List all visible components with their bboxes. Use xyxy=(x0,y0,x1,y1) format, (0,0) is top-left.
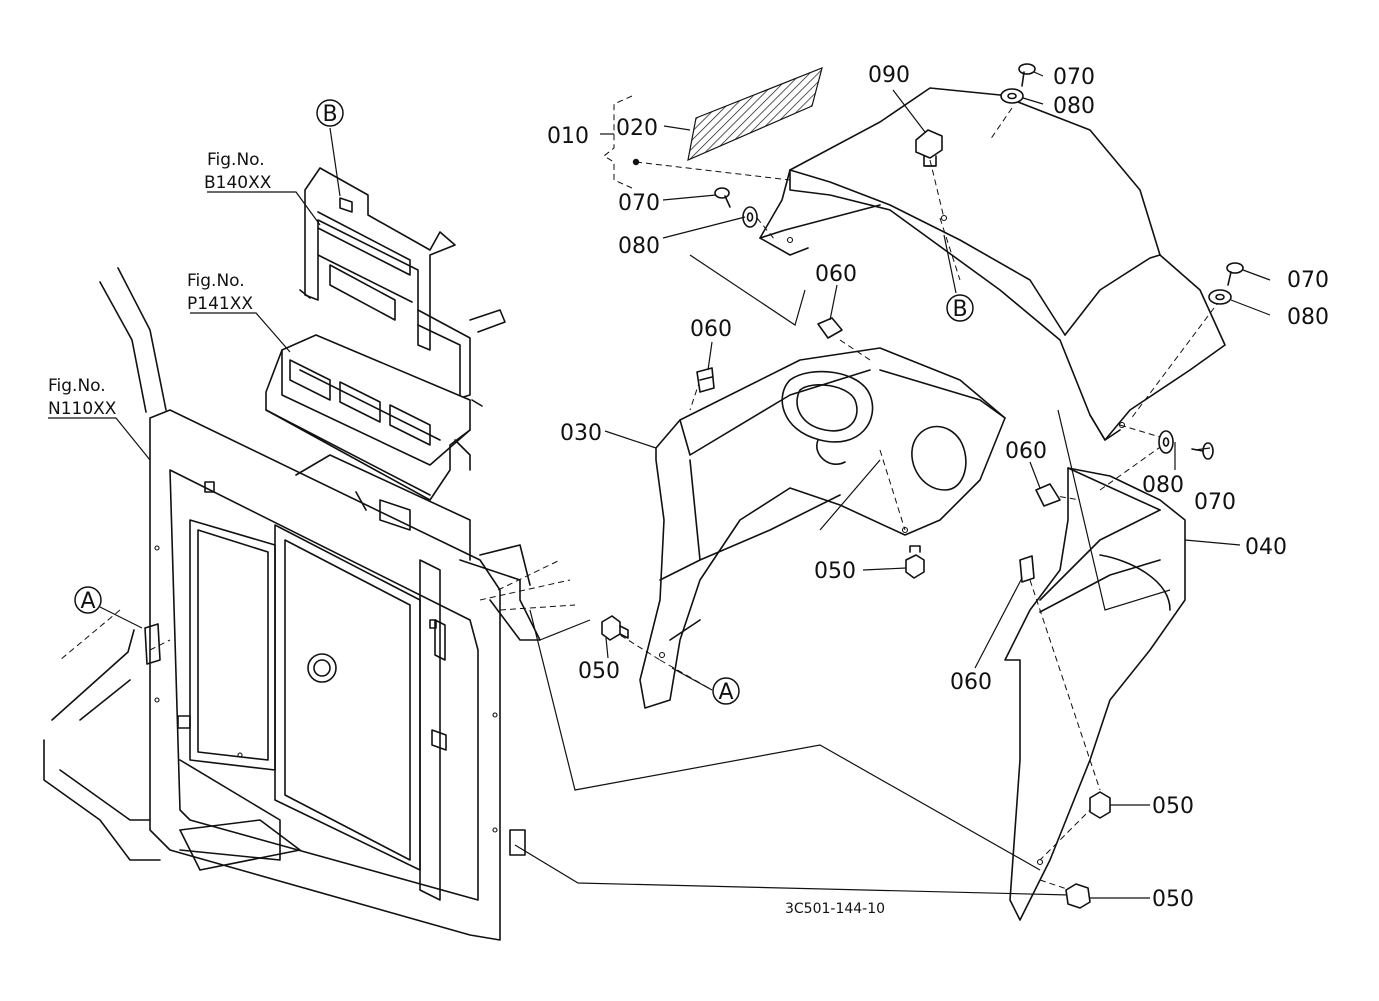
cab-frame-drawing xyxy=(43,267,541,941)
fig-ref-n110-label: Fig.No. xyxy=(48,376,106,396)
screw-070-left xyxy=(714,187,731,208)
bolt-050-mid xyxy=(905,545,925,579)
part-label-040: 040 xyxy=(1245,535,1287,560)
part-label-070-top: 070 xyxy=(1053,65,1095,90)
b140xx-bracket-drawing xyxy=(299,167,506,407)
part-label-080-right: 080 xyxy=(1287,305,1329,330)
drawing-number: 3C501-144-10 xyxy=(785,901,885,917)
part-label-090: 090 xyxy=(868,63,910,88)
washer-080-right xyxy=(1208,289,1232,305)
svg-text:A: A xyxy=(718,680,733,705)
svg-text:B: B xyxy=(952,297,967,322)
panel-040-drawing xyxy=(1004,467,1186,921)
part-label-080-left: 080 xyxy=(618,234,660,259)
clip-060-b xyxy=(817,317,843,339)
callout-b-mid: B xyxy=(946,294,974,322)
assembly-lines xyxy=(59,107,1221,896)
callout-a-mid: A xyxy=(712,677,740,705)
bolt-050-bottom xyxy=(1065,883,1091,909)
panel-030-drawing xyxy=(639,347,1006,709)
washer-080-left xyxy=(742,206,758,228)
part-label-060-left: 060 xyxy=(690,317,732,342)
svg-text:B: B xyxy=(322,102,337,127)
part-label-050-left: 050 xyxy=(578,659,620,684)
callout-a-left: A xyxy=(74,586,102,614)
part-label-050-mid: 050 xyxy=(814,559,856,584)
part-label-020: 020 xyxy=(616,116,658,141)
decal-020-hatched xyxy=(687,67,823,162)
group-bracket xyxy=(603,95,633,189)
p141xx-duct-drawing xyxy=(265,334,471,501)
part-label-030: 030 xyxy=(560,421,602,446)
clip-060-c xyxy=(1035,483,1061,507)
fig-ref-b140-code: B140XX xyxy=(204,173,272,193)
washer-080-top xyxy=(1000,88,1024,104)
part-label-080-top: 080 xyxy=(1053,94,1095,119)
callout-b-top: B xyxy=(316,99,344,127)
part-label-070-right: 070 xyxy=(1287,268,1329,293)
part-label-060-top: 060 xyxy=(815,262,857,287)
svg-text:A: A xyxy=(80,589,95,614)
clip-060-d xyxy=(1019,555,1035,583)
fig-ref-b140-label: Fig.No. xyxy=(207,150,265,170)
hardware xyxy=(601,63,1244,909)
fig-ref-p141-label: Fig.No. xyxy=(187,271,245,291)
clip-060-a xyxy=(696,367,715,393)
screw-070-top xyxy=(1018,63,1036,87)
part-label-050-right: 050 xyxy=(1152,794,1194,819)
screw-070-lower xyxy=(1191,442,1214,460)
part-label-070-left: 070 xyxy=(618,191,660,216)
screw-070-right xyxy=(1226,262,1244,286)
part-label-050-bottom: 050 xyxy=(1152,887,1194,912)
fig-ref-p141-code: P141XX xyxy=(187,294,253,314)
top-cover-drawing xyxy=(759,87,1226,441)
bolt-050-left xyxy=(601,615,629,641)
label-leaders xyxy=(48,71,1271,899)
fig-ref-n110-code: N110XX xyxy=(48,399,117,419)
part-label-010: 010 xyxy=(547,124,589,149)
part-label-060-bottom: 060 xyxy=(950,670,992,695)
bolt-090 xyxy=(915,129,943,167)
part-label-060-right: 060 xyxy=(1005,439,1047,464)
part-label-080-lower: 080 xyxy=(1142,473,1184,498)
part-label-070-lower: 070 xyxy=(1194,490,1236,515)
washer-080-lower xyxy=(1158,430,1174,454)
bolt-050-right xyxy=(1089,791,1111,819)
